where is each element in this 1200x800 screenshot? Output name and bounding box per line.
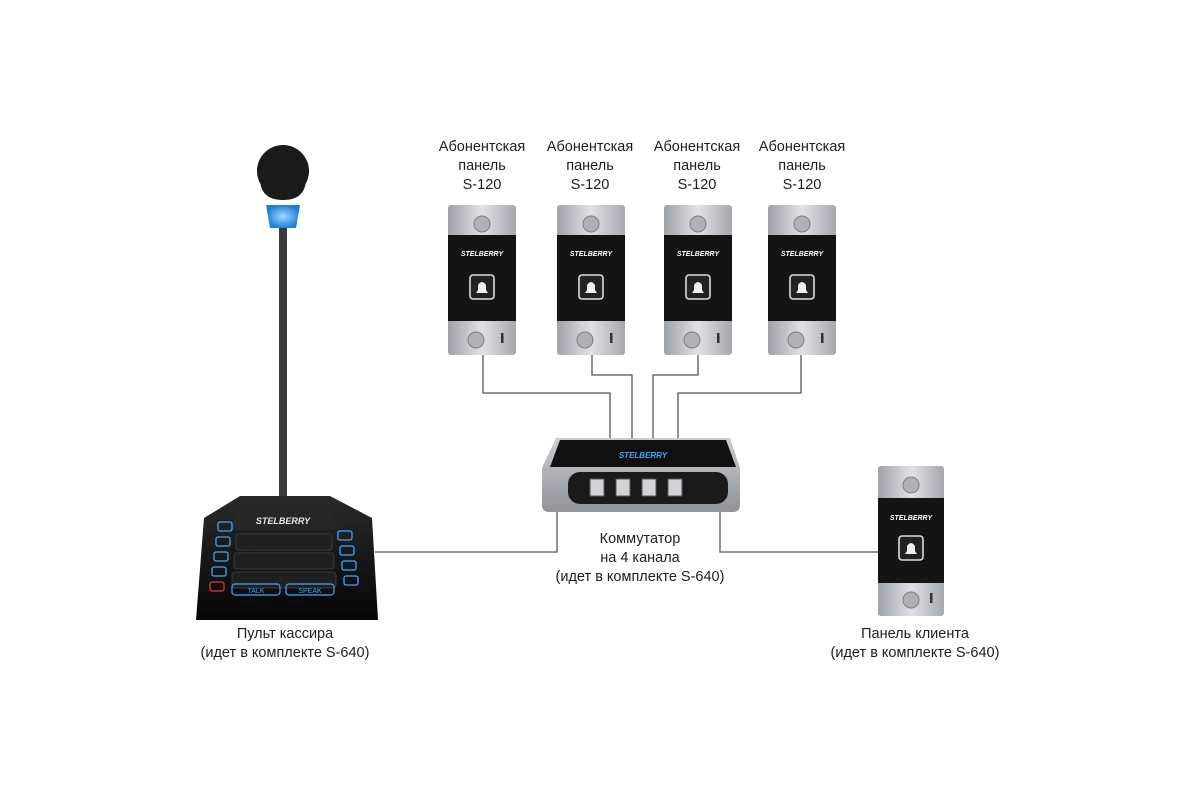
subscriber-panel-4: STELBERRY: [768, 205, 836, 355]
bell-icon: [692, 282, 704, 293]
wires: [375, 355, 878, 553]
label-line: Абонентская: [758, 139, 846, 155]
subscriber-panel-2: STELBERRY: [557, 205, 625, 355]
console-large-keys: [231, 533, 337, 589]
svg-text:STELBERRY: STELBERRY: [461, 251, 505, 258]
svg-text:STELBERRY: STELBERRY: [677, 251, 721, 258]
label-line: панель: [566, 158, 614, 174]
subscriber-panel-label-3: Абонентская панель S-120: [642, 138, 752, 195]
subscriber-panel-3: STELBERRY: [664, 205, 732, 355]
label-line: (идет в комплекте S-640): [555, 569, 725, 585]
microphone-gooseneck: [279, 228, 287, 506]
label-line: (идет в комплекте S-640): [830, 645, 1000, 661]
bell-icon: [796, 282, 808, 293]
wire-panel-3: [652, 355, 699, 440]
talk-key: [231, 583, 281, 596]
wire-panel-1: [482, 355, 611, 440]
svg-text:STELBERRY: STELBERRY: [781, 251, 825, 258]
switch-device: STELBERRY: [542, 438, 740, 512]
wire-switch-client: [719, 510, 878, 553]
console-left-keys: [211, 521, 233, 577]
rj-ports: [589, 478, 683, 497]
bell-icon: [585, 282, 597, 293]
label-line: Пульт кассира: [236, 626, 334, 642]
label-line: панель: [673, 158, 721, 174]
console-right-keys: [337, 530, 359, 586]
svg-text:STELBERRY: STELBERRY: [570, 251, 614, 258]
microphone-led-ring: [266, 205, 300, 228]
client-panel-label: Панель клиента (идет в комплекте S-640): [810, 625, 1020, 663]
label-line: Абонентская: [438, 139, 526, 155]
label-line: на 4 канала: [600, 550, 680, 566]
svg-text:SPEAK: SPEAK: [298, 588, 322, 595]
subscriber-panel-label-1: Абонентская панель S-120: [427, 138, 537, 195]
cashier-console-label: Пульт кассира (идет в комплекте S-640): [180, 625, 390, 663]
client-panel: STELBERRY: [878, 466, 944, 616]
label-line: (идет в комплекте S-640): [200, 645, 370, 661]
bell-icon: [476, 282, 488, 293]
subscriber-panel-1: STELBERRY: [448, 205, 516, 355]
label-line: Абонентская: [546, 139, 634, 155]
wire-console-switch: [375, 510, 558, 553]
label-line: S-120: [570, 177, 610, 193]
bell-icon: [905, 543, 917, 554]
speak-key: [285, 583, 335, 596]
switch-label: Коммутатор на 4 канала (идет в комплекте…: [540, 530, 740, 587]
console-brand-logo: STELBERRY: [256, 516, 311, 526]
subscriber-panel-label-4: Абонентская панель S-120: [747, 138, 857, 195]
subscriber-panel-label-2: Абонентская панель S-120: [535, 138, 645, 195]
wire-panel-2: [591, 355, 633, 440]
svg-text:STELBERRY: STELBERRY: [890, 515, 934, 522]
label-line: Коммутатор: [599, 531, 681, 547]
label-line: S-120: [782, 177, 822, 193]
console-red-key: [209, 581, 225, 592]
switch-brand-logo: STELBERRY: [619, 451, 668, 460]
wire-panel-4: [677, 355, 802, 440]
label-line: Абонентская: [653, 139, 741, 155]
label-line: S-120: [462, 177, 502, 193]
svg-text:TALK: TALK: [248, 588, 265, 595]
label-line: панель: [458, 158, 506, 174]
label-line: Панель клиента: [861, 626, 969, 642]
label-line: S-120: [677, 177, 717, 193]
label-line: панель: [778, 158, 826, 174]
cashier-console: STELBERRY TALK SPEAK: [196, 145, 378, 620]
